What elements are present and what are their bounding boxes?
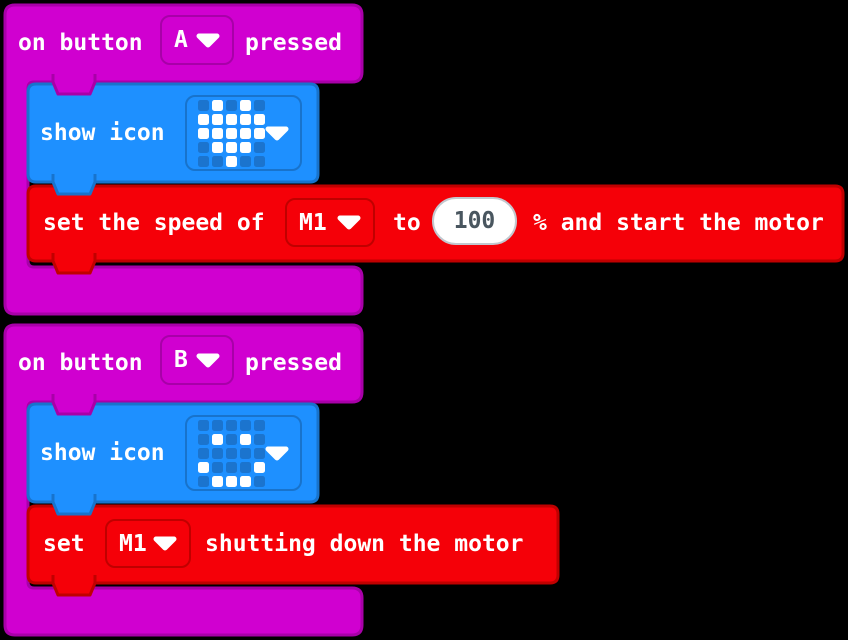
led-pixel-off bbox=[240, 447, 251, 459]
led-pixel-off bbox=[240, 155, 251, 167]
motor-stop-block-shape[interactable] bbox=[26, 504, 560, 585]
led-pixel-off bbox=[226, 419, 237, 431]
connector-tab-icon bbox=[51, 394, 97, 416]
led-pixel-on bbox=[212, 141, 223, 153]
led-pixel-off bbox=[212, 447, 223, 459]
speed-block-suffix-label: % and start the motor bbox=[533, 210, 824, 236]
motor-m1-dropdown-value: M1 bbox=[299, 209, 327, 236]
motor-m1-dropdown-value: M1 bbox=[119, 530, 147, 557]
event-block-a-shape[interactable] bbox=[3, 3, 364, 316]
connector-tab-icon bbox=[51, 74, 97, 96]
chevron-down-icon bbox=[265, 126, 289, 140]
chevron-down-icon bbox=[153, 536, 177, 551]
led-pixel-on bbox=[212, 475, 223, 487]
speed-block-prefix-label: set the speed of bbox=[43, 210, 265, 236]
led-pixel-off bbox=[198, 447, 209, 459]
led-pixel-on bbox=[240, 127, 251, 139]
led-matrix-heart-icon bbox=[198, 99, 265, 167]
event-b-prefix-label: on button bbox=[18, 350, 143, 376]
led-pixel-on bbox=[254, 461, 265, 473]
led-pixel-off bbox=[254, 447, 265, 459]
led-pixel-off bbox=[240, 419, 251, 431]
led-matrix-happy-face-icon bbox=[198, 419, 265, 487]
speed-value: 100 bbox=[453, 208, 496, 234]
led-pixel-off bbox=[254, 433, 265, 445]
led-pixel-on bbox=[226, 113, 237, 125]
led-pixel-on bbox=[198, 113, 209, 125]
button-b-dropdown-value: B bbox=[174, 347, 188, 373]
led-pixel-off bbox=[198, 475, 209, 487]
led-pixel-on bbox=[254, 127, 265, 139]
event-block-b-shape[interactable] bbox=[3, 323, 364, 637]
chevron-down-icon bbox=[337, 215, 361, 230]
led-pixel-off bbox=[254, 155, 265, 167]
led-pixel-on bbox=[226, 141, 237, 153]
icon-dropdown-happy-face[interactable] bbox=[185, 415, 302, 491]
led-pixel-off bbox=[198, 433, 209, 445]
button-a-dropdown-value: A bbox=[174, 27, 188, 53]
led-pixel-off bbox=[254, 475, 265, 487]
led-pixel-on bbox=[240, 433, 251, 445]
led-pixel-on bbox=[212, 113, 223, 125]
led-pixel-on bbox=[254, 113, 265, 125]
connector-tab-icon bbox=[51, 494, 97, 516]
button-b-dropdown[interactable]: B bbox=[160, 335, 234, 385]
led-pixel-off bbox=[212, 155, 223, 167]
event-a-prefix-label: on button bbox=[18, 30, 143, 56]
led-pixel-off bbox=[254, 99, 265, 111]
led-pixel-off bbox=[198, 155, 209, 167]
led-pixel-off bbox=[212, 419, 223, 431]
led-pixel-on bbox=[226, 127, 237, 139]
to-label: to bbox=[393, 210, 421, 236]
led-pixel-on bbox=[226, 475, 237, 487]
chevron-down-icon bbox=[196, 353, 220, 367]
led-pixel-off bbox=[254, 141, 265, 153]
connector-tab-icon bbox=[51, 174, 97, 196]
chevron-down-icon bbox=[196, 33, 220, 47]
led-pixel-off bbox=[198, 419, 209, 431]
led-pixel-on bbox=[198, 127, 209, 139]
led-pixel-off bbox=[198, 141, 209, 153]
led-pixel-off bbox=[240, 461, 251, 473]
motor-m1-dropdown-2[interactable]: M1 bbox=[105, 519, 191, 568]
icon-dropdown-heart[interactable] bbox=[185, 95, 302, 171]
speed-value-input[interactable]: 100 bbox=[432, 197, 517, 245]
led-pixel-on bbox=[212, 99, 223, 111]
led-pixel-off bbox=[226, 99, 237, 111]
led-pixel-on bbox=[240, 475, 251, 487]
event-b-suffix-label: pressed bbox=[245, 350, 342, 376]
led-pixel-off bbox=[254, 419, 265, 431]
connector-tab-icon bbox=[51, 575, 97, 597]
connector-tab-icon bbox=[51, 253, 97, 275]
stop-block-suffix-label: shutting down the motor bbox=[205, 531, 524, 557]
button-a-dropdown[interactable]: A bbox=[160, 15, 234, 65]
event-a-suffix-label: pressed bbox=[245, 30, 342, 56]
chevron-down-icon bbox=[265, 446, 289, 460]
show-icon-label-1: show icon bbox=[40, 119, 165, 146]
led-pixel-on bbox=[240, 141, 251, 153]
led-pixel-on bbox=[226, 155, 237, 167]
motor-m1-dropdown-1[interactable]: M1 bbox=[285, 198, 375, 247]
led-pixel-off bbox=[226, 461, 237, 473]
led-pixel-on bbox=[212, 127, 223, 139]
show-icon-label-2: show icon bbox=[40, 439, 165, 466]
led-pixel-on bbox=[198, 461, 209, 473]
led-pixel-on bbox=[212, 433, 223, 445]
led-pixel-off bbox=[226, 433, 237, 445]
led-pixel-off bbox=[226, 447, 237, 459]
led-pixel-off bbox=[198, 99, 209, 111]
stop-block-prefix-label: set bbox=[43, 531, 85, 557]
led-pixel-on bbox=[240, 113, 251, 125]
led-pixel-on bbox=[240, 99, 251, 111]
led-pixel-off bbox=[212, 461, 223, 473]
